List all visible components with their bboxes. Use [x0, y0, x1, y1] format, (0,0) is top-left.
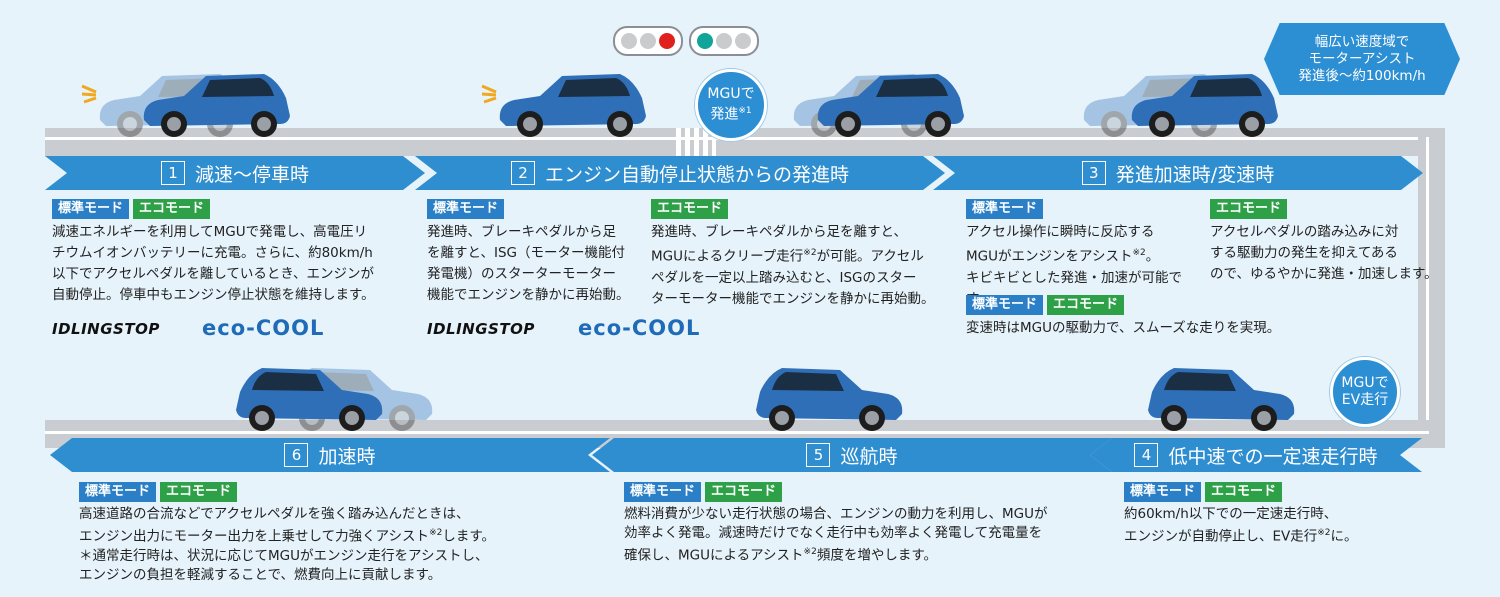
step-number: 3: [1082, 161, 1106, 185]
bubble-line: MGUで: [707, 86, 755, 103]
standard-mode-tag: 標準モード: [966, 295, 1044, 315]
eco-cool-logo: eco-COOL: [578, 316, 701, 340]
step-title: 減速〜停車時: [194, 163, 309, 186]
idling-stop-logo: IDLINGSTOP: [52, 320, 160, 338]
brake-light-icon: [481, 84, 497, 104]
standard-mode-tag: 標準モード: [624, 482, 702, 502]
step-title: 低中速での一定速走行時: [1168, 445, 1378, 468]
step-4-text: 約60km/h以下での一定速走行時、 エンジンが自動停止し、EV走行※2に。: [1124, 506, 1358, 545]
step-number: 5: [806, 443, 830, 467]
car-image: [143, 74, 290, 137]
eco-mode-tag: エコモード: [133, 199, 211, 219]
step-title: 巡航時: [840, 445, 898, 468]
eco-mode-tag: エコモード: [1047, 295, 1125, 315]
bubble-line: MGUで: [1341, 375, 1389, 391]
standard-mode-tag: 標準モード: [427, 199, 505, 219]
step-6-banner: 6 加速時: [50, 438, 610, 472]
step-title: 発進加速時/変速時: [1115, 163, 1275, 186]
car-image: [817, 74, 964, 137]
step-number: 1: [161, 161, 185, 185]
eco-mode-tag: エコモード: [1210, 199, 1288, 219]
step-5-banner: 5 巡航時: [592, 438, 1112, 472]
bubble-line: EV走行: [1341, 392, 1389, 408]
step-3-standard-text: アクセル操作に瞬時に反応する MGUがエンジンをアシスト※2。 キビキビとした発…: [966, 224, 1182, 307]
step-number: 4: [1134, 443, 1158, 467]
step-6-text: 高速道路の合流などでアクセルペダルを強く踏み込んだときは、 エンジン出力にモータ…: [79, 506, 495, 583]
standard-mode-tag: 標準モード: [966, 199, 1044, 219]
lamp-icon: [640, 33, 656, 49]
standard-mode-tag: 標準モード: [1124, 482, 1202, 502]
step-5-text: 燃料消費が少ない走行状態の場合、エンジンの動力を利用し、MGUが効率よく発電。減…: [624, 506, 1048, 564]
eco-mode-tag: エコモード: [705, 482, 783, 502]
car-image: [499, 74, 646, 137]
eco-mode-tag: エコモード: [651, 199, 729, 219]
traffic-light-green: [689, 26, 759, 56]
lamp-icon: [716, 33, 732, 49]
car-image: [1131, 74, 1278, 137]
road-right: [1418, 128, 1445, 448]
step-number: 2: [511, 161, 535, 185]
car-image: [756, 368, 903, 431]
step-3-shift-text: 変速時はMGUの駆動力で、スムーズな走りを実現。: [966, 320, 1281, 336]
eco-cool-logo: eco-COOL: [202, 316, 325, 340]
lamp-icon: [735, 33, 751, 49]
lamp-icon: [621, 33, 637, 49]
step-1-text: 減速エネルギーを利用してMGUで発電し、高電圧リチウムイオンバッテリーに充電。さ…: [52, 224, 375, 303]
car-image: [1148, 368, 1295, 431]
eco-mode-tag: エコモード: [1205, 482, 1283, 502]
lamp-red-icon: [659, 33, 675, 49]
traffic-light-red: [613, 26, 683, 56]
standard-mode-tag: 標準モード: [79, 482, 157, 502]
brake-light-icon: [81, 84, 97, 104]
idling-stop-logo: IDLINGSTOP: [427, 320, 535, 338]
bubble-line: 発進※1: [710, 106, 752, 123]
step-1-banner: 1 減速〜停車時: [45, 156, 425, 190]
step-3-banner: 3 発進加速時/変速時: [933, 156, 1423, 190]
lamp-green-icon: [697, 33, 713, 49]
mgu-start-bubble: MGUで 発進※1: [695, 69, 767, 141]
step-2-standard-text: 発進時、ブレーキペダルから足を離すと、ISG（モーター機能付発電機）のスターター…: [427, 224, 630, 303]
road-right-line: [1426, 137, 1429, 440]
step-title: エンジン自動停止状態からの発進時: [544, 163, 849, 186]
road-bottom-line: [45, 431, 1429, 434]
wide-speed-assist-note: 幅広い速度域で モーターアシスト 発進後〜約100km/h: [1264, 23, 1460, 95]
step-2-eco-text: 発進時、ブレーキペダルから足を離すと、 MGUによるクリープ走行※2が可能。アク…: [651, 224, 935, 307]
step-title: 加速時: [318, 445, 376, 468]
step-4-banner: 4 低中速での一定速走行時: [1090, 438, 1422, 472]
note-line: モーターアシスト: [1308, 50, 1416, 67]
note-line: 幅広い速度域で: [1314, 33, 1410, 50]
car-image: [236, 368, 383, 431]
step-number: 6: [284, 443, 308, 467]
eco-mode-tag: エコモード: [160, 482, 238, 502]
note-line: 発進後〜約100km/h: [1298, 67, 1426, 84]
standard-mode-tag: 標準モード: [52, 199, 130, 219]
step-3-eco-text: アクセルペダルの踏み込みに対する駆動力の発生を抑えてあるので、ゆるやかに発進・加…: [1210, 224, 1438, 282]
step-2-banner: 2 エンジン自動停止状態からの発進時: [415, 156, 945, 190]
mgu-ev-bubble: MGUで EV走行: [1330, 357, 1400, 427]
